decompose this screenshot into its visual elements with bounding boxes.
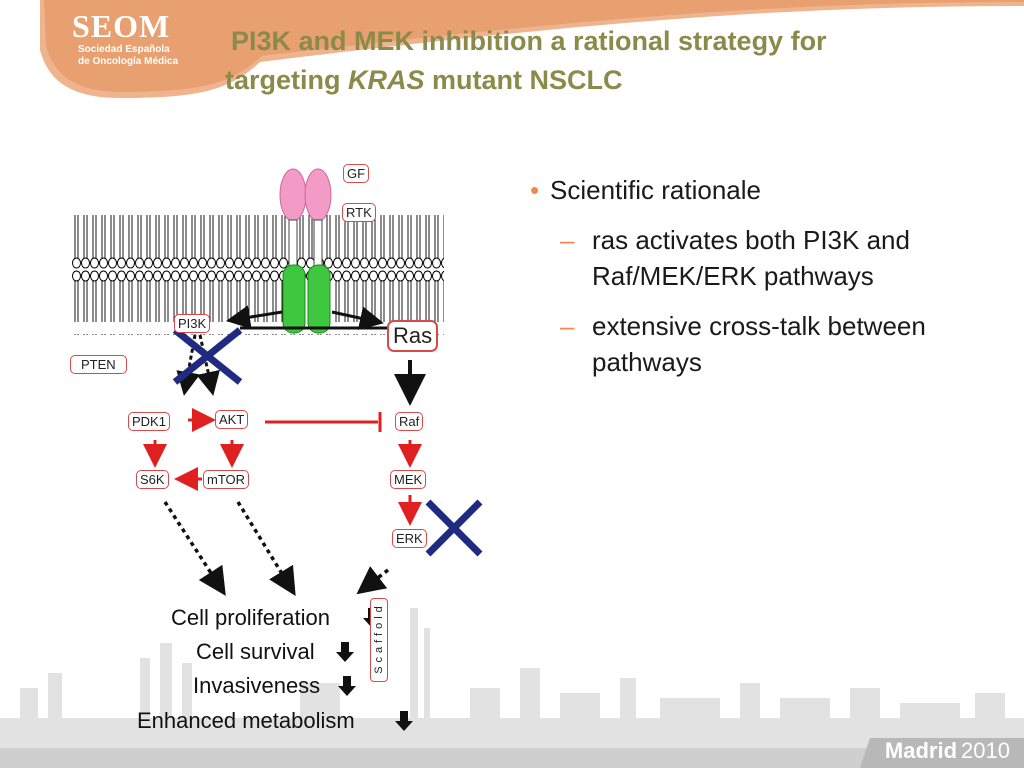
rtk-ligand-domain-right [304, 168, 332, 222]
erk-outcome-dotted [356, 566, 390, 595]
node-mek: MEK [390, 470, 427, 489]
bullet-sub-1: –ras activates both PI3K and Raf/MEK/ERK… [530, 222, 980, 294]
outcome-proliferation: Cell proliferation [171, 605, 330, 630]
logo-subtitle: Sociedad Española de Oncología Médica [78, 44, 178, 68]
node-akt: AKT [215, 410, 249, 429]
node-mtor: mTOR [203, 470, 250, 489]
bullet-main-text: Scientific rationale [550, 175, 761, 205]
node-erk: ERK [392, 529, 427, 548]
node-raf: Raf [395, 412, 424, 431]
scaffold-label: Scaffold [373, 602, 385, 674]
node-pten: PTEN [70, 355, 127, 374]
title-line1: PI3K and MEK inhibition a rational strat… [231, 26, 827, 56]
mek-inhibition-cross-b [425, 499, 483, 557]
outcome-invasiveness: Invasiveness [193, 673, 321, 698]
bullet-sub-2-text: extensive cross-talk between pathways [592, 311, 926, 377]
survival-down-icon [336, 642, 354, 662]
s6k-outcome-dotted [163, 501, 226, 596]
logo-name: SEOM [72, 8, 171, 44]
pi3k-to-akt-dotted [196, 334, 220, 396]
ras-to-pi3k-arrow [226, 305, 283, 330]
metabolism-down-icon [395, 711, 413, 731]
node-rtk: RTK [342, 203, 376, 222]
bullet-main: • Scientific rationale [530, 172, 980, 208]
signaling-diagram: GF RTK PI3K PTEN Ras PDK1 AKT Raf S6K mT… [0, 150, 520, 750]
node-scaffold: Scaffold [370, 598, 388, 682]
title-kras: KRAS [348, 65, 425, 95]
node-ras: Ras [387, 320, 439, 352]
logo-subtitle-line1: Sociedad Española [78, 44, 170, 55]
madrid-skyline [0, 608, 1024, 768]
footer-year: 2010 [961, 738, 1010, 763]
mtor-outcome-dotted [236, 501, 296, 596]
rationale-bullets: • Scientific rationale –ras activates bot… [530, 172, 980, 380]
rtk-transmembrane-right [307, 264, 331, 334]
bullet-dot-icon: • [530, 175, 540, 205]
bullet-dash-icon: – [560, 225, 575, 255]
ras-to-raf-link [331, 306, 384, 330]
outcome-survival: Cell survival [196, 639, 315, 664]
rtk-transmembrane-left [282, 264, 306, 334]
title-line2-end: mutant NSCLC [424, 65, 623, 95]
invasiveness-down-icon [338, 676, 356, 696]
slide-title: PI3K and MEK inhibition a rational strat… [225, 22, 965, 100]
node-gf: GF [343, 164, 370, 183]
bullet-sub-1-text: ras activates both PI3K and Raf/MEK/ERK … [592, 225, 910, 291]
title-line2-start: targeting [225, 65, 349, 95]
header-band [40, 0, 1024, 98]
rtk-ligand-domain-left [279, 168, 307, 222]
bullet-dash-icon: – [560, 311, 575, 341]
node-pdk1: PDK1 [128, 412, 170, 431]
outcome-metabolism: Enhanced metabolism [137, 708, 355, 733]
node-s6k: S6K [136, 470, 169, 489]
diagram-graphics [72, 168, 483, 731]
title-line2: targeting KRAS mutant NSCLC [225, 61, 965, 100]
logo-subtitle-line2: de Oncología Médica [78, 56, 179, 67]
pi3k-inhibition-cross-b [172, 327, 243, 385]
footer-city: Madrid [884, 738, 958, 763]
node-pi3k: PI3K [174, 314, 211, 333]
bullet-sub-2: –extensive cross-talk between pathways [530, 308, 980, 380]
